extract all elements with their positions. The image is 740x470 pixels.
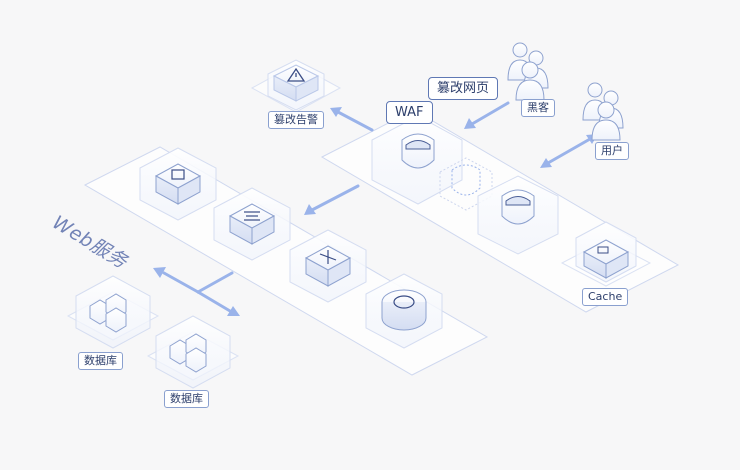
database-node-1 — [75, 275, 151, 349]
hacker-group — [507, 42, 549, 101]
web-node-4 — [365, 273, 443, 349]
web-node-1 — [139, 147, 217, 221]
hacker-label: 黑客 — [521, 99, 555, 117]
shield-icon-2 — [505, 196, 531, 206]
shield-icon — [405, 140, 431, 150]
database-node-2 — [155, 315, 231, 389]
waf-label: WAF — [386, 101, 433, 124]
database-label-2: 数据库 — [164, 390, 209, 408]
cache-node — [575, 221, 637, 283]
tamper-alert-label: 篡改告警 — [268, 111, 324, 129]
warning-triangle-icon — [286, 67, 306, 82]
waf-shield-node-2 — [477, 175, 559, 255]
person-icon-2 — [591, 119, 621, 141]
network-icon — [319, 250, 337, 264]
web-node-3 — [289, 229, 367, 303]
cache-label: Cache — [582, 288, 629, 306]
server-icon — [171, 169, 185, 180]
server-icon-2 — [244, 211, 260, 221]
database-hexagon-icon-2 — [169, 333, 207, 373]
tamper-alert-node — [267, 59, 325, 111]
globe-icon — [393, 295, 415, 309]
web-node-2 — [213, 187, 291, 261]
waf-shield-node-dashed — [439, 157, 493, 211]
user-label: 用户 — [595, 142, 629, 160]
cache-icon — [597, 246, 609, 254]
database-label-1: 数据库 — [78, 352, 123, 370]
database-hexagon-icon — [89, 293, 127, 333]
tamper-page-label: 篡改网页 — [428, 77, 499, 100]
user-group — [582, 82, 624, 141]
person-icon — [515, 79, 545, 101]
